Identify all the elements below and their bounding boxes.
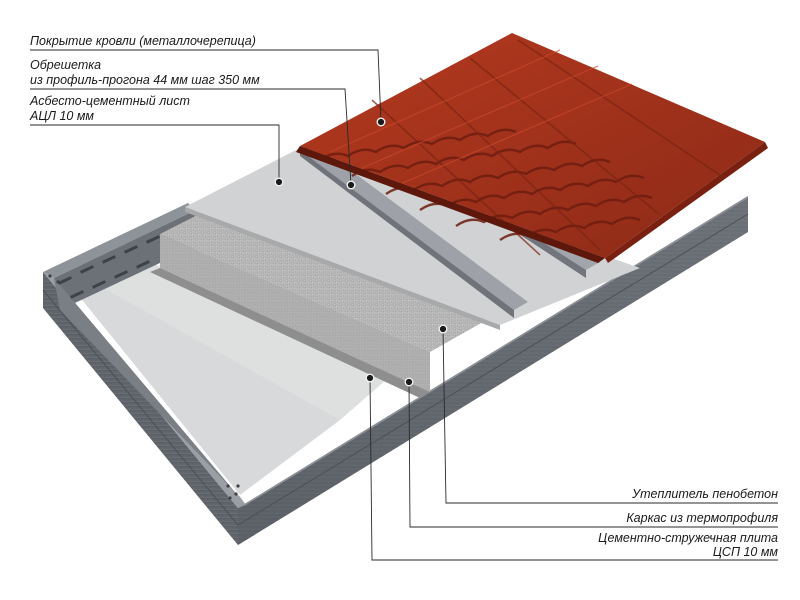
label-battens-line2: из профиль-прогона 44 мм шаг 350 мм — [30, 73, 260, 87]
label-roofing: Покрытие кровли (металлочерепица) — [30, 34, 256, 48]
label-board-line1: Цементно-стружечная плита — [598, 531, 778, 545]
label-battens-line1: Обрешетка — [30, 58, 101, 72]
label-insulation: Утеплитель пенобетон — [631, 487, 778, 501]
label-fibercement-line2: АЦЛ 10 мм — [29, 109, 94, 123]
label-board-line2: ЦСП 10 мм — [713, 545, 779, 559]
label-fibercement-line1: Асбесто-цементный лист — [29, 94, 190, 108]
label-frame: Каркас из термопрофиля — [626, 511, 778, 525]
